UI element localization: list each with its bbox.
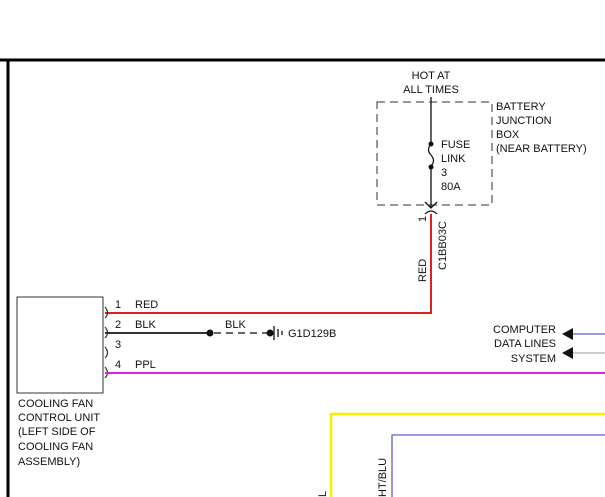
wire-label-left: L bbox=[317, 491, 329, 497]
fuse-line: 3 bbox=[441, 167, 447, 179]
module-label: COOLING FAN CONTROL UNIT (LEFT SIDE OF C… bbox=[18, 398, 100, 468]
arrow-left-icon bbox=[562, 328, 573, 340]
jb-line: BOX bbox=[496, 129, 520, 141]
pin-1-number: 1 bbox=[115, 299, 121, 311]
connector-socket-icon bbox=[424, 210, 438, 215]
wire-label-ht-blu: HT/BLU bbox=[377, 458, 389, 497]
fuse-link-icon bbox=[427, 141, 435, 170]
pin-sockets bbox=[104, 306, 109, 379]
data-lines-label: COMPUTER DATA LINES SYSTEM bbox=[493, 324, 556, 365]
dl-line: COMPUTER bbox=[493, 324, 556, 336]
pin-2-wire: BLK bbox=[135, 319, 156, 331]
red-wire bbox=[105, 214, 432, 314]
splice-dot bbox=[206, 329, 214, 337]
pin-2-number: 2 bbox=[115, 319, 121, 331]
module-line: CONTROL UNIT bbox=[18, 412, 100, 424]
jb-line: BATTERY bbox=[496, 101, 546, 113]
jb-line: (NEAR BATTERY) bbox=[496, 143, 587, 155]
fuse-line: 80A bbox=[441, 181, 461, 193]
arrow-left-icon bbox=[562, 347, 573, 359]
ground-icon bbox=[273, 326, 283, 340]
dl-line: DATA LINES bbox=[494, 338, 556, 350]
connector-pin: 1 bbox=[417, 216, 429, 222]
dl-line: SYSTEM bbox=[511, 353, 556, 365]
blue-wire bbox=[391, 434, 605, 497]
module-line: (LEFT SIDE OF bbox=[18, 426, 96, 438]
connector-id: C1BB03C bbox=[437, 221, 449, 270]
connector-arrow-icon bbox=[424, 201, 438, 209]
module-line: COOLING FAN bbox=[18, 398, 93, 410]
module-line: ASSEMBLY) bbox=[18, 456, 80, 468]
module-line: COOLING FAN bbox=[18, 441, 93, 453]
fuse-line: FUSE bbox=[441, 139, 470, 151]
pin-1-wire: RED bbox=[135, 299, 158, 311]
jb-line: JUNCTION bbox=[496, 115, 552, 127]
junction-box-outline bbox=[376, 101, 493, 206]
fuse-line: LINK bbox=[441, 153, 466, 165]
cooling-fan-control-unit bbox=[16, 296, 104, 394]
pin-4-number: 4 bbox=[115, 359, 121, 371]
fuse-label: FUSE LINK 3 80A bbox=[441, 139, 470, 193]
ground-id: G1D129B bbox=[288, 328, 336, 340]
yellow-wire bbox=[329, 412, 605, 497]
hot-label-1: HOT AT bbox=[412, 70, 451, 82]
junction-box-label: BATTERY JUNCTION BOX (NEAR BATTERY) bbox=[496, 101, 587, 155]
pin-3-number: 3 bbox=[115, 339, 121, 351]
ground-wire-label: BLK bbox=[225, 319, 246, 331]
pin-4-wire: PPL bbox=[135, 359, 156, 371]
hot-label-2: ALL TIMES bbox=[403, 84, 459, 96]
ground-dot bbox=[266, 329, 274, 337]
wire-label-red-vertical: RED bbox=[417, 259, 429, 282]
